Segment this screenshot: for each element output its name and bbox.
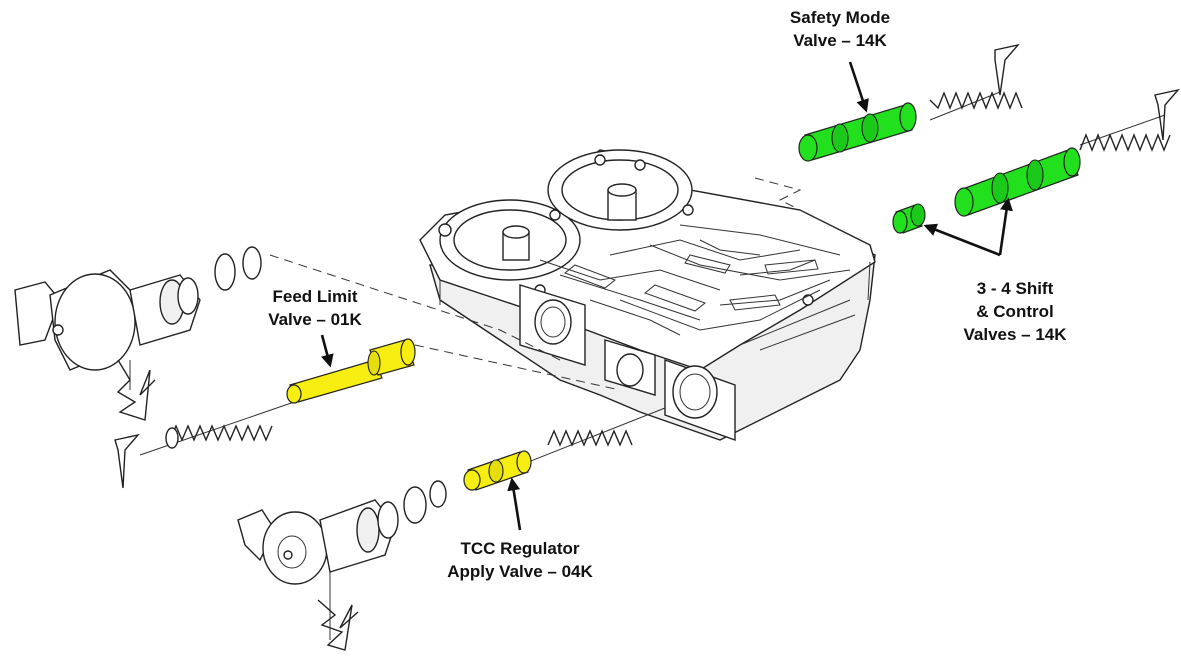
feed-limit-line-2: Valve – 01K	[268, 310, 362, 329]
callout-arrows	[320, 61, 1013, 531]
upper-solenoid	[14, 269, 201, 371]
feed-limit-valve	[286, 338, 416, 404]
feed-limit-line-1: Feed Limit	[272, 287, 358, 306]
feed-limit-valve-label: Feed Limit Valve – 01K	[245, 285, 385, 331]
safety-mode-spring-clip	[929, 43, 1023, 110]
lower-solenoid	[237, 499, 399, 585]
shift-control-valves-label: 3 - 4 Shift & Control Valves – 14K	[945, 277, 1085, 346]
upper-o-rings	[214, 246, 262, 291]
small-shift-valve	[892, 203, 926, 234]
lower-o-rings	[403, 480, 447, 524]
safety-mode-valve-label: Safety Mode Valve – 14K	[770, 6, 910, 52]
shift-control-line-2: & Control	[976, 302, 1054, 321]
upper-retaining-clip	[116, 359, 156, 421]
safety-mode-line-1: Safety Mode	[789, 8, 891, 27]
shift-control-valve	[954, 147, 1081, 217]
shift-control-line-3: Valves – 14K	[963, 325, 1067, 344]
valve-body	[419, 149, 876, 441]
lower-retaining-clip	[317, 599, 359, 651]
tcc-regulator-spring	[547, 429, 633, 447]
shift-control-spring-clip	[1079, 88, 1180, 152]
tcc-regulator-line-1: TCC Regulator	[460, 539, 580, 558]
safety-mode-line-2: Valve – 14K	[793, 31, 887, 50]
safety-mode-valve	[798, 102, 917, 162]
tcc-regulator-valve-label: TCC Regulator Apply Valve – 04K	[430, 537, 610, 583]
tcc-regulator-valve	[463, 450, 532, 491]
shift-control-line-1: 3 - 4 Shift	[976, 279, 1054, 298]
tcc-regulator-line-2: Apply Valve – 04K	[447, 562, 593, 581]
feed-limit-spring	[165, 424, 273, 449]
left-end-clip	[114, 433, 140, 489]
